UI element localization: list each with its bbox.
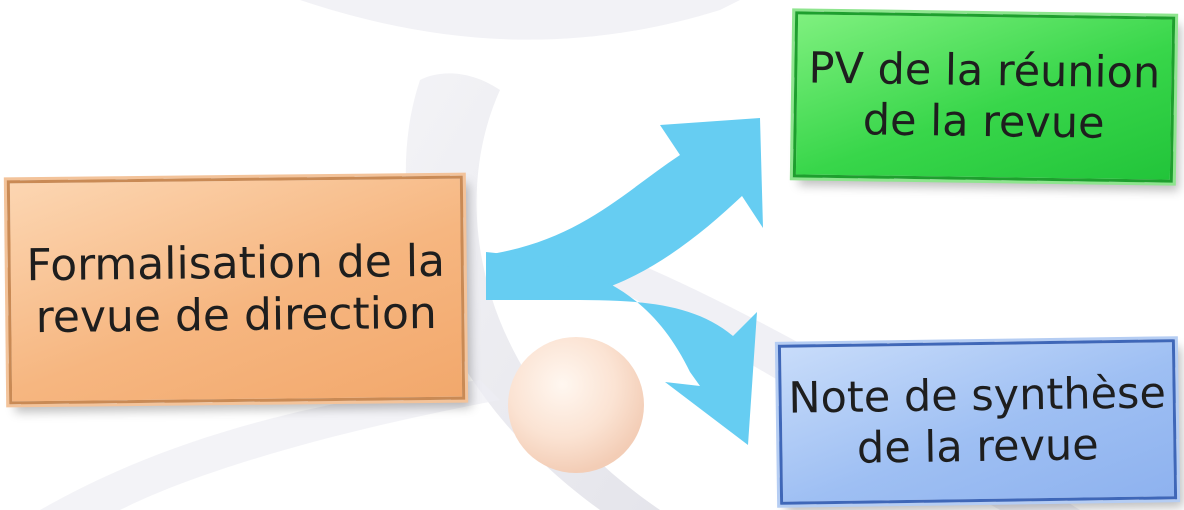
note-box-line-2: de la revue (856, 420, 1100, 474)
watermark-sphere (508, 337, 644, 473)
pv-box: PV de la réunion de la revue (792, 11, 1176, 183)
note-box: Note de synthèse de la revue (777, 339, 1178, 505)
note-box-line-1: Note de synthèse (788, 368, 1167, 424)
watermark-swoosh-left (40, 380, 500, 510)
watermark-swoosh-center (405, 73, 660, 510)
pv-box-line-2: de la revue (862, 95, 1105, 149)
pv-box-line-1: PV de la réunion (808, 43, 1161, 99)
watermark-swoosh-top (300, 0, 740, 40)
arrow-to-pv (486, 118, 763, 300)
source-box-line-1: Formalisation de la (26, 235, 446, 292)
arrow-to-note (486, 252, 757, 445)
source-box-line-2: revue de direction (35, 287, 438, 344)
source-box: Formalisation de la revue de direction (6, 175, 466, 405)
